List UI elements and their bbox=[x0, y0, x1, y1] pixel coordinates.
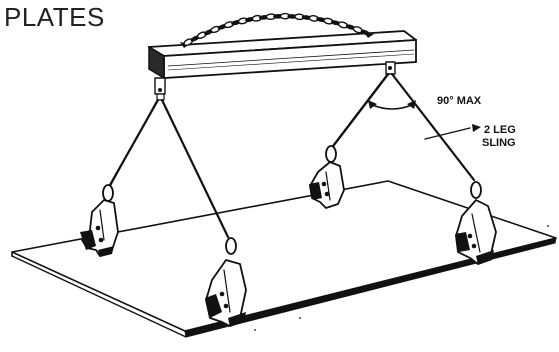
diagram-title: PLATES bbox=[4, 2, 105, 32]
chain-link bbox=[360, 29, 370, 36]
plate-clamp-front bbox=[205, 237, 247, 327]
beam-lug-right bbox=[385, 61, 396, 75]
plate-clamp-right bbox=[455, 181, 497, 265]
angle-label: 90° MAX bbox=[437, 95, 482, 107]
sling-label-line2: SLING bbox=[482, 137, 516, 149]
plate-clamp-left bbox=[80, 184, 119, 257]
angle-indicator bbox=[368, 100, 416, 110]
spreader-beam bbox=[148, 30, 417, 80]
plate-clamp-back bbox=[309, 145, 345, 209]
steel-plate bbox=[11, 180, 557, 338]
beam-lug-left bbox=[154, 77, 166, 101]
edge-specks bbox=[254, 225, 549, 331]
sling-pointer-arrow bbox=[424, 124, 481, 140]
top-chain bbox=[183, 12, 370, 46]
sling-label-line1: 2 LEG bbox=[484, 124, 516, 136]
sling-legs bbox=[108, 72, 476, 239]
